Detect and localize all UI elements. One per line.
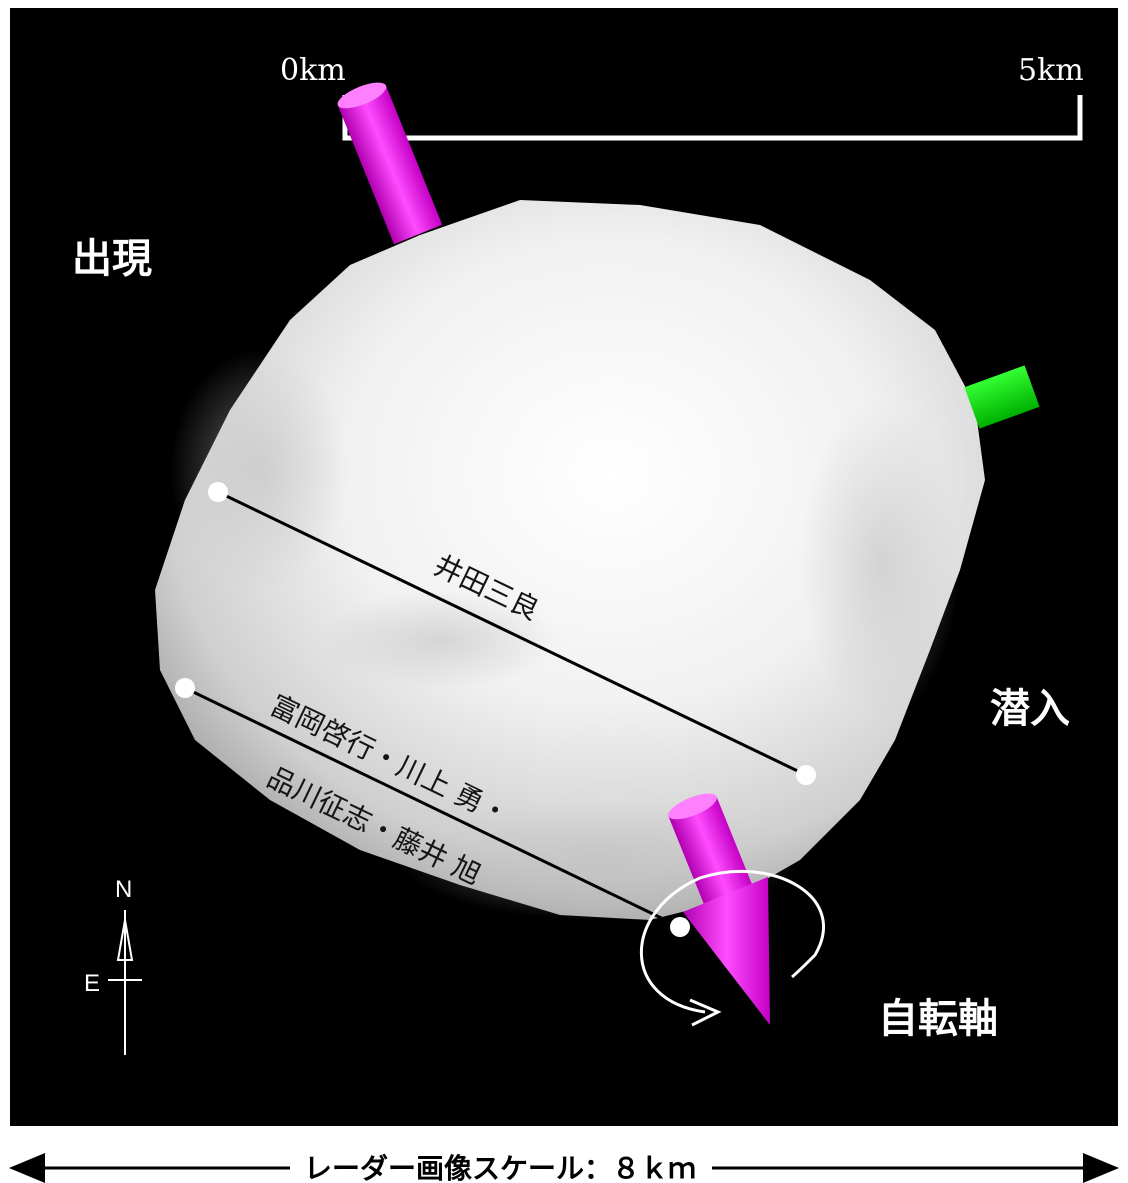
chord-2-end-point — [670, 917, 690, 937]
chord-1-start-point — [208, 482, 228, 502]
disappearance-label: 潜入 — [990, 686, 1070, 732]
radar-scale-label: レーダー画像スケール：８ｋｍ — [304, 1152, 696, 1183]
chord-2-start-point — [175, 678, 195, 698]
chord-1-end-point — [796, 765, 816, 785]
appearance-label: 出現 — [72, 236, 152, 282]
compass-north: N — [115, 876, 132, 903]
radar-scale-footer: レーダー画像スケール：８ｋｍ — [12, 1152, 1116, 1183]
scale-start-label: 0km — [280, 53, 346, 88]
scale-end-label: 5km — [1018, 53, 1084, 88]
rotation-axis-label: 自転軸 — [878, 996, 998, 1042]
compass-east: E — [84, 970, 100, 997]
